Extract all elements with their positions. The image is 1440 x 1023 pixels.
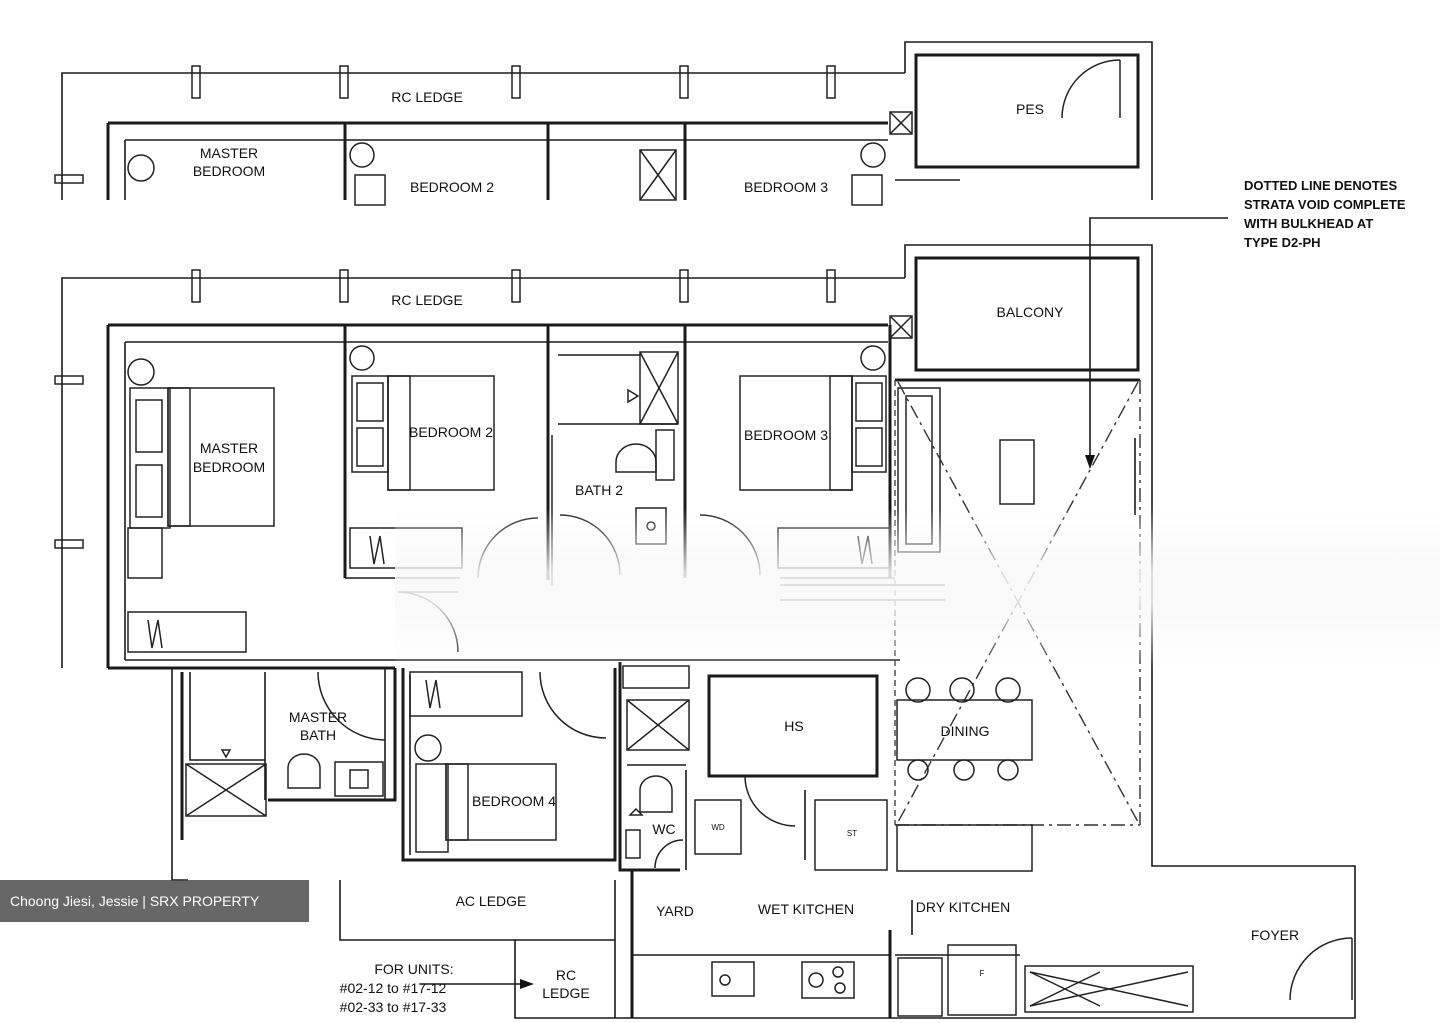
- wc-label: WC: [652, 821, 675, 837]
- upper-level-plan: RC LEDGE PES MASTER BEDROOM BEDROOM 2 BE…: [54, 41, 1153, 206]
- hs-label: HS: [784, 718, 803, 734]
- agent-watermark: Choong Jiesi, Jessie | SRX PROPERTY: [0, 880, 309, 922]
- rc-ledge-bottom-label-2: LEDGE: [542, 985, 589, 1001]
- units-note-line-1: FOR UNITS:: [374, 961, 453, 977]
- balcony-label: BALCONY: [997, 304, 1065, 320]
- dry-kitchen-label: DRY KITCHEN: [916, 899, 1010, 915]
- st-label: ST: [847, 829, 857, 838]
- rc-ledge-top-label: RC LEDGE: [391, 89, 463, 105]
- units-note-line-2: #02-12 to #17-12: [340, 980, 447, 996]
- void-note-line-1: DOTTED LINE DENOTES: [1244, 178, 1397, 193]
- bedroom2-top-label: BEDROOM 2: [410, 179, 494, 195]
- master-bedroom-label-2: BEDROOM: [193, 459, 265, 475]
- blur-artifact: [395, 508, 1440, 668]
- dining-label: DINING: [941, 723, 990, 739]
- master-bedroom-label-1: MASTER: [200, 440, 258, 456]
- master-bedroom-top-label-1: MASTER: [200, 145, 258, 161]
- bedroom3-label: BEDROOM 3: [744, 427, 828, 443]
- rc-ledge-bottom-label-1: RC: [556, 967, 576, 983]
- fridge-label: F: [980, 969, 985, 978]
- master-bath-label-1: MASTER: [289, 709, 347, 725]
- bath2-label: BATH 2: [575, 482, 623, 498]
- pes-label: PES: [1016, 101, 1044, 117]
- bedroom2-label: BEDROOM 2: [409, 424, 493, 440]
- wet-kitchen-label: WET KITCHEN: [758, 901, 854, 917]
- void-note-line-2: STRATA VOID COMPLETE: [1244, 197, 1406, 212]
- void-note-line-4: TYPE D2-PH: [1244, 235, 1321, 250]
- foyer-label: FOYER: [1251, 927, 1299, 943]
- wd-label: WD: [711, 823, 725, 832]
- bedroom3-top-label: BEDROOM 3: [744, 179, 828, 195]
- void-note-line-3: WITH BULKHEAD AT: [1244, 216, 1373, 231]
- yard-label: YARD: [656, 903, 694, 919]
- rc-ledge-label: RC LEDGE: [391, 292, 463, 308]
- master-bedroom-top-label-2: BEDROOM: [193, 163, 265, 179]
- master-bath-label-2: BATH: [300, 727, 336, 743]
- units-note-line-3: #02-33 to #17-33: [340, 999, 447, 1015]
- ac-ledge-label: AC LEDGE: [456, 893, 527, 909]
- bedroom4-label: BEDROOM 4: [472, 793, 556, 809]
